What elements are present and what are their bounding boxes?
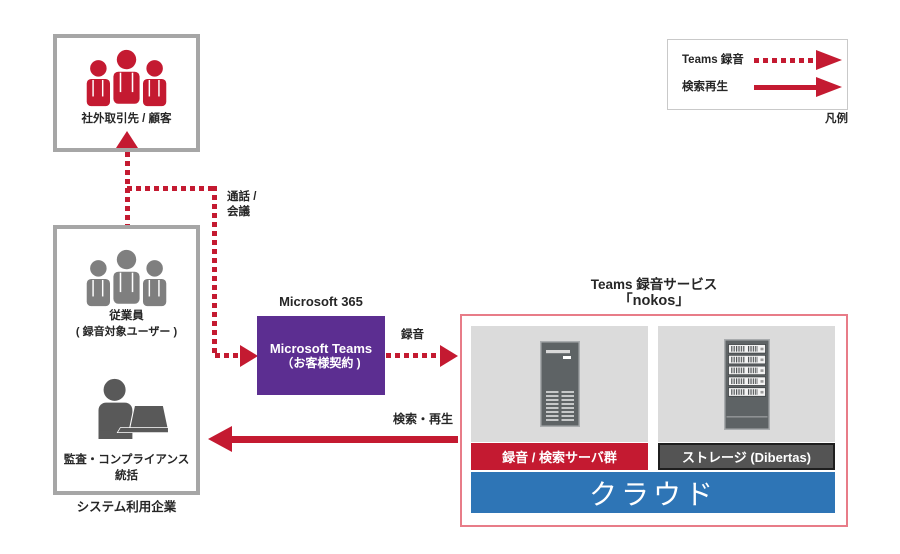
call-branch-vertical-line [212,186,217,356]
people-group-red-icon [85,49,168,108]
external-partners-label: 社外取引先 / 顧客 [81,113,172,125]
rack-server-icon [723,338,770,430]
legend-teams-record-label: Teams 録音 [682,54,744,66]
nokos-title-line1: Teams 録音サービス [590,277,718,292]
company-box: 従業員 ( 録音対象ユーザー ) 監査・コンプライアンス 統括 [53,225,200,495]
people-group-gray-icon [85,249,168,308]
tower-server-icon [539,341,580,427]
teams-box-line1: Microsoft Teams [269,340,373,356]
search-arrowhead-icon [208,426,232,452]
nokos-service-box: 録音 / 検索サーバ群 ストレージ (Dibertas) クラウド [460,314,848,527]
call-branch-arrowhead-icon [240,345,258,367]
cloud-banner: クラウド [471,472,835,513]
legend-solid-arrowhead-icon [816,77,842,97]
storage-banner-label: ストレージ (Dibertas) [681,450,812,465]
record-arrowhead-icon [440,345,458,367]
server-panel [471,326,648,442]
call-meeting-line2: 会議 [227,206,250,218]
nokos-title-line2: 「nokos」 [618,293,690,309]
auditor-label-line1: 監査・コンプライアンス [63,454,190,466]
microsoft-teams-box: Microsoft Teams （お客様契約 ) [257,316,385,395]
legend-solid-arrow-line [754,85,816,90]
cloud-banner-label: クラウド [588,478,717,510]
server-banner: 録音 / 検索サーバ群 [471,443,648,470]
legend-search-play-label: 検索再生 [682,81,728,93]
auditor-label-line2: 統括 [115,470,138,482]
legend-box: Teams 録音 検索再生 [667,39,848,110]
call-meeting-label: 通話 / 会議 [227,190,256,220]
company-caption: システム利用企業 [76,500,177,514]
teams-box-line2: （お客様契約 ) [281,355,361,370]
call-up-arrowhead-icon [116,131,138,148]
search-solid-line [228,436,458,443]
call-meeting-line1: 通話 / [227,191,257,203]
search-play-label: 検索・再生 [392,412,453,426]
microsoft365-label: Microsoft 365 [279,294,363,309]
record-label: 録音 [401,329,424,341]
auditor-laptop-icon [98,378,168,439]
legend-dotted-arrowhead-icon [816,50,842,70]
storage-panel [658,326,835,442]
employees-label: 従業員 [109,310,144,322]
record-dotted-line [386,353,440,358]
legend-caption: 凡例 [825,113,848,125]
call-branch-bottom-line [215,353,241,358]
call-vertical-dotted-line [125,152,130,232]
storage-banner: ストレージ (Dibertas) [658,443,835,470]
employees-note-label: ( 録音対象ユーザー ) [75,326,178,338]
call-branch-top-line [127,186,217,191]
server-banner-label: 録音 / 検索サーバ群 [502,450,617,465]
legend-dotted-arrow-line [754,58,816,63]
nokos-title: Teams 録音サービス 「nokos」 [460,277,848,309]
